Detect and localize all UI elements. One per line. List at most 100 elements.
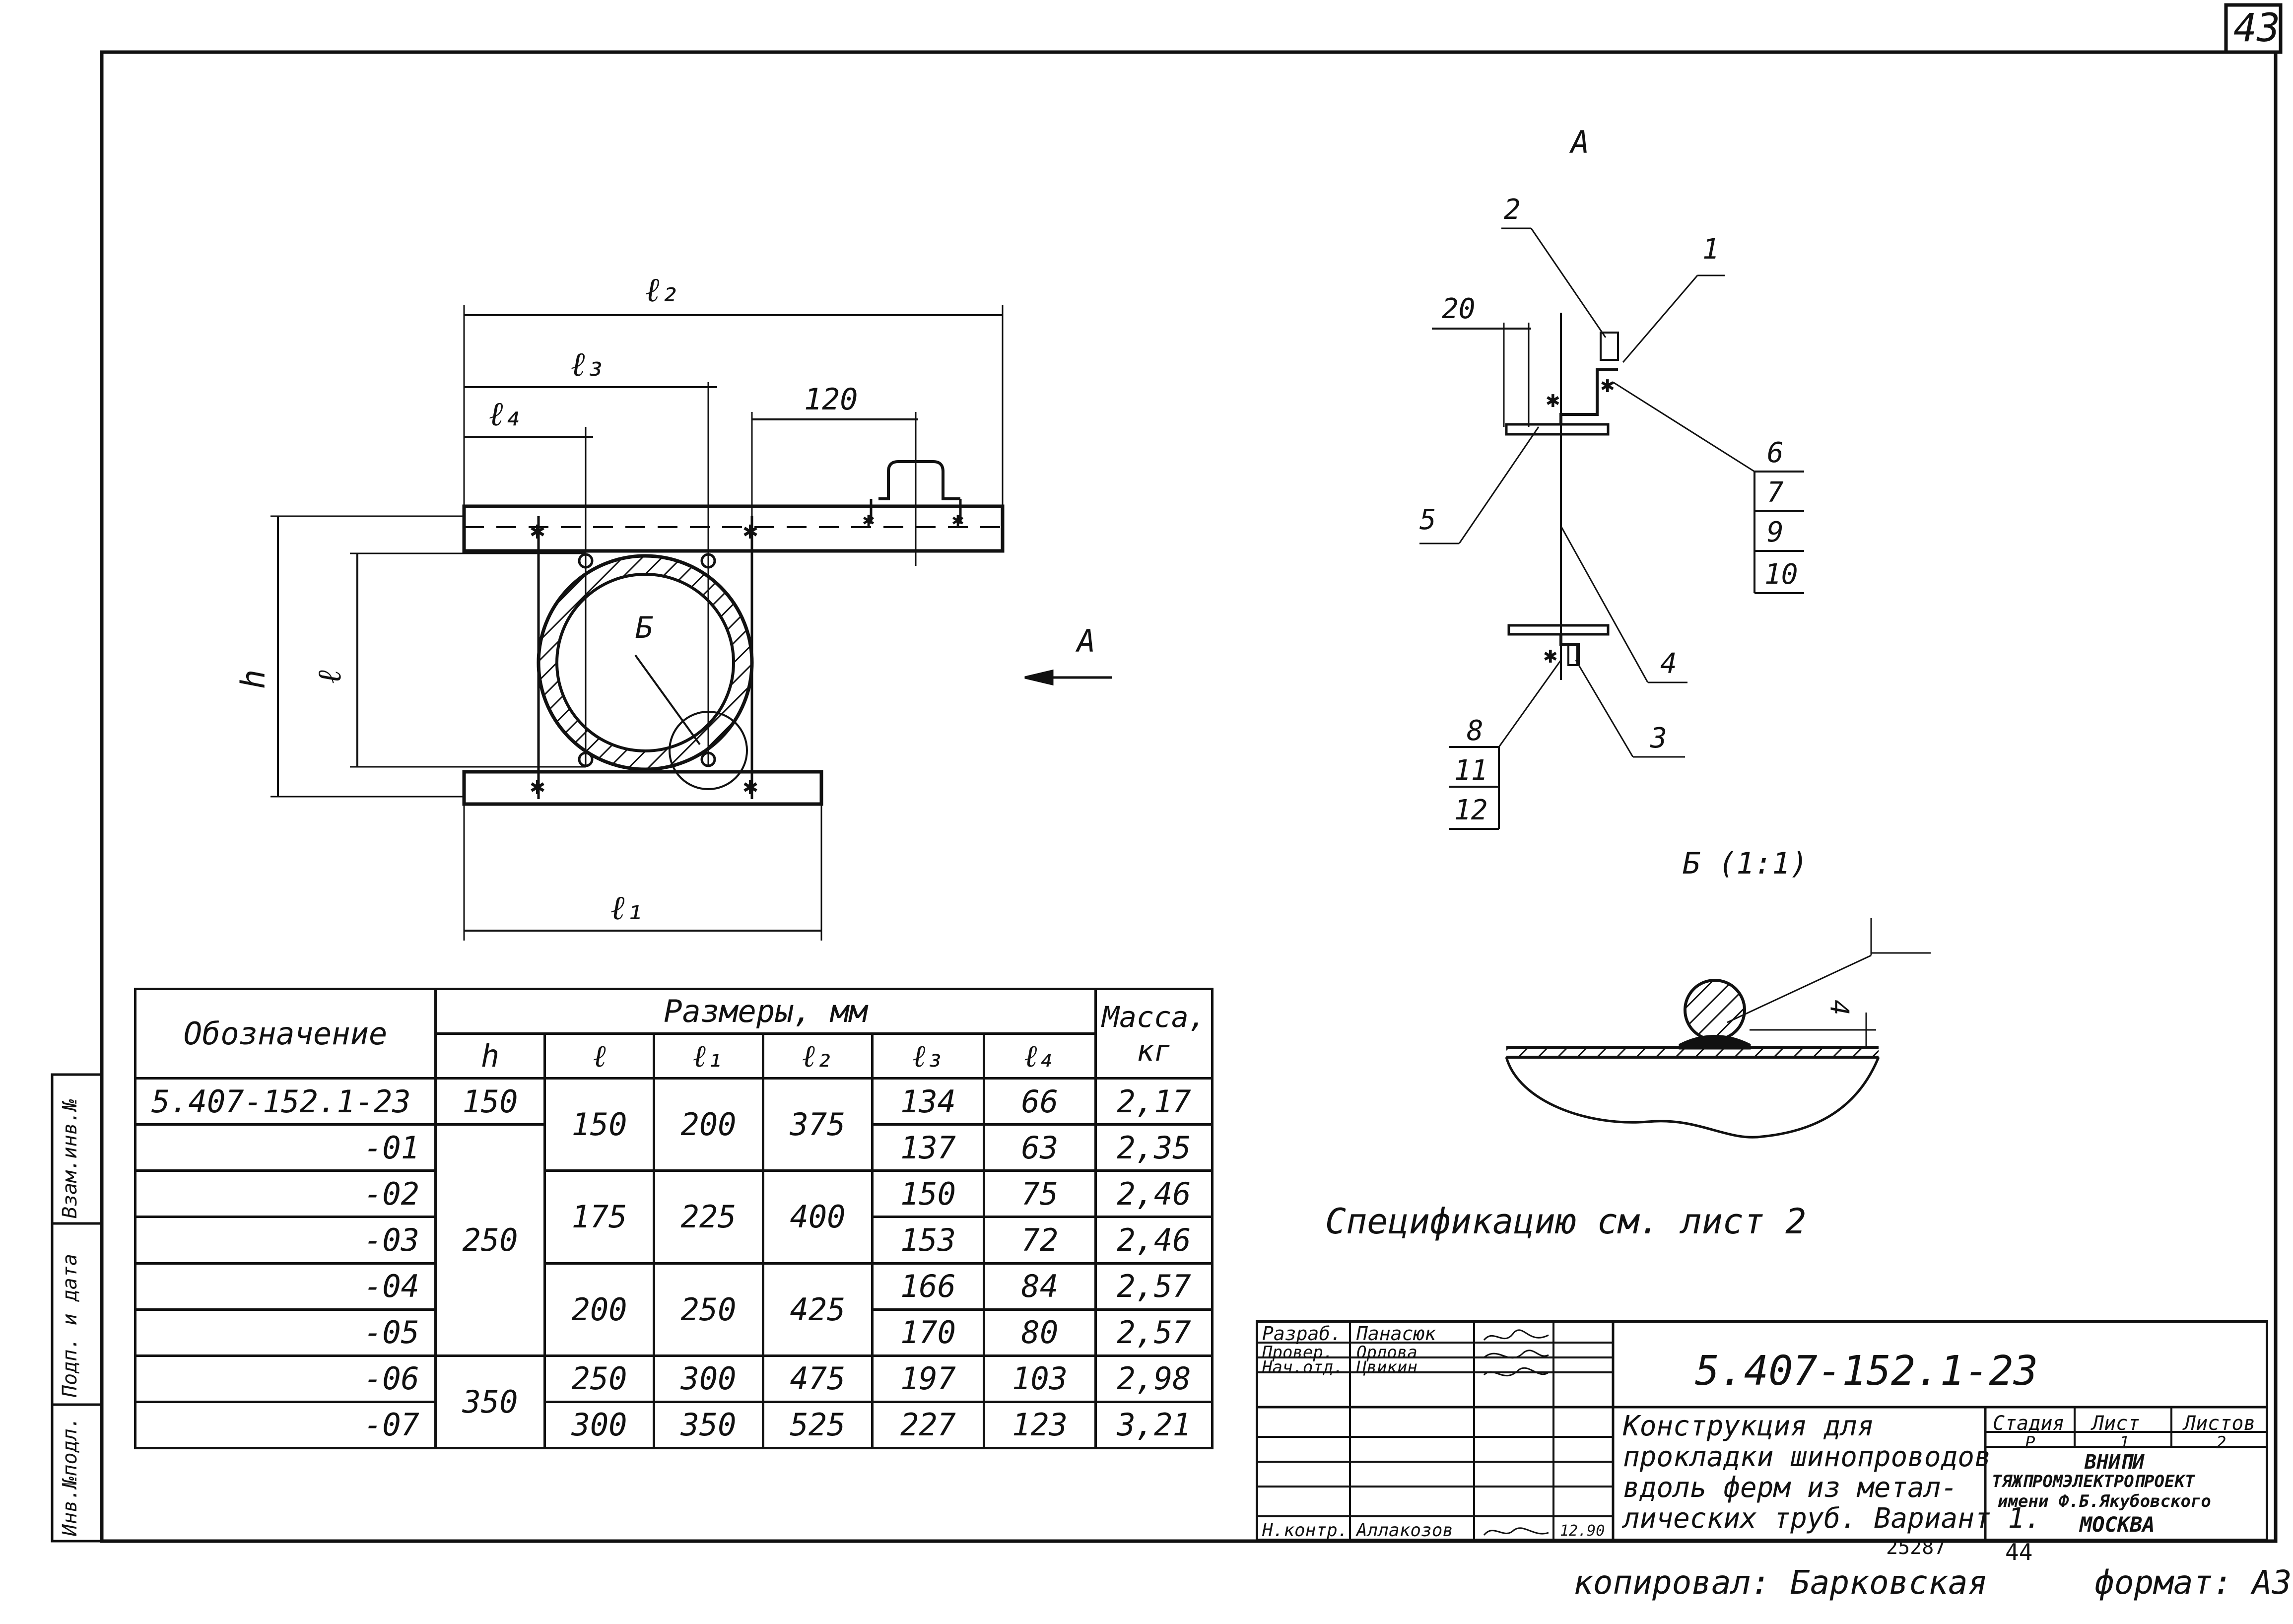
table-row: -03 153 72 2,46 <box>134 1216 1214 1265</box>
org-line-2: ТЯЖПРОМЭЛЕКТРОПРОЕКТ <box>1992 1472 2195 1491</box>
upper-beam <box>462 504 1005 553</box>
designation-cell: -02 <box>134 1169 437 1218</box>
title-line-4: лических труб. Вариант 1. <box>1623 1502 2041 1535</box>
signatures <box>1483 1329 1549 1377</box>
l3-cell: 170 <box>871 1308 985 1357</box>
role-checked: Провер. <box>1262 1343 1334 1362</box>
col-l3: ℓ₃ <box>871 1032 985 1080</box>
l-cell: 300 <box>543 1400 655 1450</box>
title-block: Разраб. Панасюк Провер. Орлова Нач.отд. … <box>1256 1320 2268 1541</box>
svg-text:✱: ✱ <box>743 516 758 544</box>
detail-b-view <box>1505 918 1931 1139</box>
l1-cell: 225 <box>653 1169 764 1265</box>
name-checked: Орлова <box>1356 1343 1417 1362</box>
l4-cell: 123 <box>982 1400 1097 1450</box>
stamp-number: 25287 <box>1886 1536 1946 1559</box>
sheet-value: 1 <box>2119 1433 2130 1453</box>
detail-b-rod <box>1684 979 1746 1041</box>
table-row: -07 300 350 525 227 123 3,21 <box>134 1400 1214 1450</box>
org-line-4: МОСКВА <box>2080 1512 2155 1537</box>
svg-text:✱: ✱ <box>863 508 875 531</box>
l3-cell: 197 <box>871 1354 985 1403</box>
designation-cell: 5.407-152.1-23 <box>134 1077 437 1126</box>
designation-cell: -03 <box>134 1216 437 1265</box>
l2-cell: 525 <box>762 1400 874 1450</box>
title-block-grid <box>1256 1320 2268 1541</box>
side-vzam-inv: Взам.инв.№ <box>59 1099 81 1218</box>
sheets-label: Листов <box>2184 1412 2256 1435</box>
col-l4: ℓ₄ <box>982 1032 1097 1080</box>
table-row: -06 350 250 300 475 197 103 2,98 <box>134 1354 1214 1450</box>
l-cell: 200 <box>543 1262 655 1357</box>
dim-l1-label: ℓ₁ <box>610 888 645 928</box>
svg-text:✱: ✱ <box>530 516 545 544</box>
l1-cell: 200 <box>653 1077 764 1172</box>
h-cell: 150 <box>434 1077 546 1126</box>
pos-8-label: 8 <box>1467 715 1484 747</box>
l3-cell: 153 <box>871 1216 985 1265</box>
title-line-1: Конструкция для <box>1623 1410 1874 1442</box>
pos-1-label: 1 <box>1702 233 1719 266</box>
l2-cell: 400 <box>762 1169 874 1265</box>
l4-cell: 72 <box>982 1216 1097 1265</box>
svg-text:✱: ✱ <box>1601 371 1615 398</box>
designation-cell: -06 <box>134 1354 437 1403</box>
stamp-sheet: 44 <box>2005 1539 2033 1565</box>
view-a: ✱ ✱ ✱ <box>1419 227 1804 830</box>
page-number: 43 <box>2233 6 2280 51</box>
table-row: -04 200 250 425 166 84 2,57 <box>134 1262 1214 1357</box>
svg-text:✱: ✱ <box>952 508 964 531</box>
dim-l4-label: ℓ₄ <box>489 395 524 434</box>
spec-note: Спецификацию см. лист 2 <box>1325 1201 1807 1242</box>
pos-9-label: 9 <box>1767 516 1784 548</box>
norm-date: 12.90 <box>1560 1522 1605 1540</box>
svg-text:✱: ✱ <box>530 771 545 800</box>
l2-cell: 425 <box>762 1262 874 1357</box>
mass-cell: 2,46 <box>1094 1216 1214 1265</box>
designation-cell: -01 <box>134 1123 437 1172</box>
document-title: Конструкция для прокладки шинопроводов в… <box>1623 1411 2041 1534</box>
header-mass: Масса, кг <box>1094 988 1214 1080</box>
header-dims: Размеры, мм <box>434 988 1097 1035</box>
role-developed: Разраб. <box>1262 1323 1342 1345</box>
l-cell: 250 <box>543 1354 655 1403</box>
l4-cell: 75 <box>982 1169 1097 1218</box>
detail-b-circle <box>669 711 748 790</box>
side-inv-orig: Инв.№подл. <box>59 1417 81 1536</box>
stage-value: Р <box>2025 1433 2035 1453</box>
l-cell: 175 <box>543 1169 655 1265</box>
mass-cell: 2,98 <box>1094 1354 1214 1403</box>
signature-norm <box>1483 1527 1549 1536</box>
svg-text:✱: ✱ <box>1546 386 1560 412</box>
name-norm: Аллакозов <box>1356 1520 1454 1541</box>
mass-cell: 2,35 <box>1094 1123 1214 1172</box>
stage-label: Стадия <box>1993 1412 2065 1435</box>
l2-cell: 375 <box>762 1077 874 1172</box>
mass-cell: 2,17 <box>1094 1077 1214 1126</box>
dim-l-label: ℓ <box>310 670 348 684</box>
l2-cell: 475 <box>762 1354 874 1403</box>
page-number-box <box>2224 3 2283 54</box>
svg-text:✱: ✱ <box>1544 641 1557 668</box>
sheets-value: 2 <box>2216 1433 2226 1453</box>
h-cell: 350 <box>434 1354 546 1450</box>
mass-cell: 2,46 <box>1094 1169 1214 1218</box>
pos-7-label: 7 <box>1767 476 1784 509</box>
copied-by: копировал: Барковская <box>1573 1563 1988 1602</box>
l4-cell: 63 <box>982 1123 1097 1172</box>
dim-l2-label: ℓ₂ <box>645 271 680 310</box>
col-l: ℓ <box>543 1032 655 1080</box>
detail-b-title: Б (1:1) <box>1683 846 1808 881</box>
l3-cell: 150 <box>871 1169 985 1218</box>
title-line-3: вдоль ферм из метал- <box>1623 1472 1958 1504</box>
title-line-2: прокладки шинопроводов <box>1623 1441 1991 1473</box>
l-cell: 150 <box>543 1077 655 1172</box>
org-line-3: имени Ф.Б.Якубовского <box>1998 1491 2211 1511</box>
pos-10-label: 10 <box>1764 558 1798 591</box>
view-a-title: А <box>1571 124 1590 160</box>
designation-cell: -07 <box>134 1400 437 1450</box>
name-developed: Панасюк <box>1356 1323 1436 1345</box>
l4-cell: 84 <box>982 1262 1097 1311</box>
pos-12-label: 12 <box>1454 794 1488 826</box>
view-a-dim-20: 20 <box>1442 293 1476 325</box>
